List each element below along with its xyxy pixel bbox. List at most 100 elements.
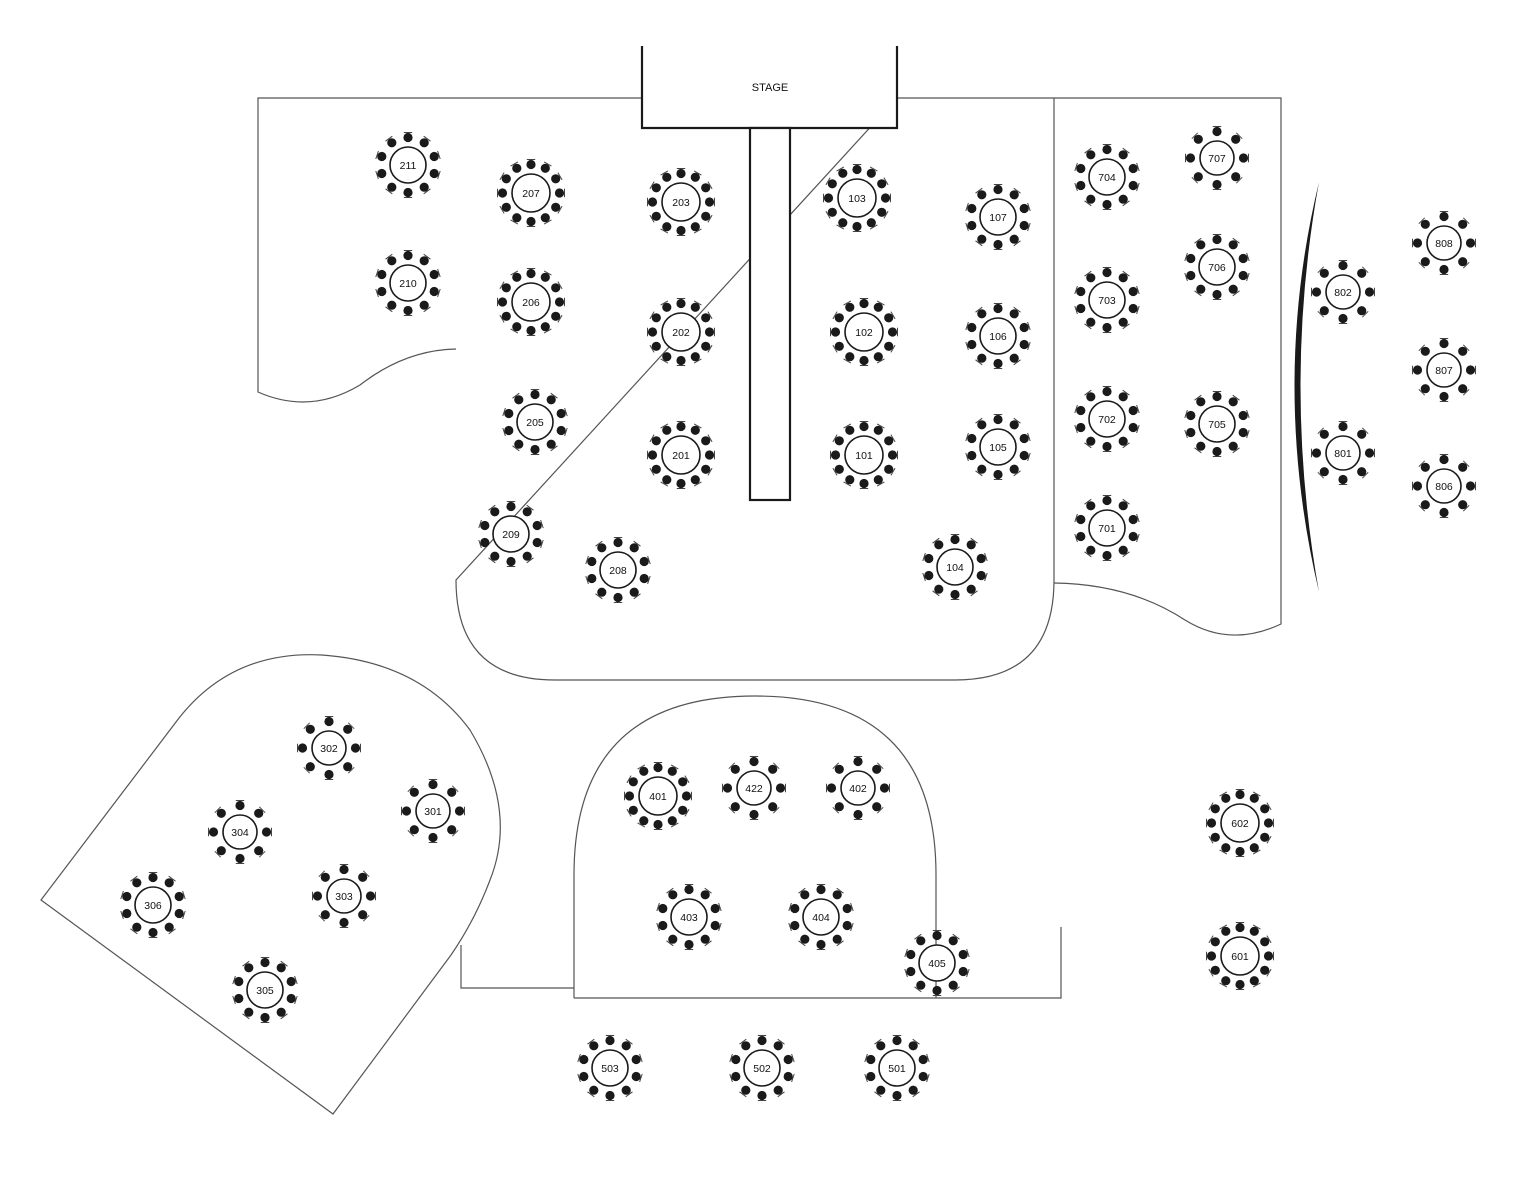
seat[interactable] xyxy=(1221,976,1231,986)
seat[interactable] xyxy=(631,1071,641,1082)
table-101[interactable]: 101 xyxy=(830,421,898,489)
seat[interactable] xyxy=(1019,433,1029,444)
table-205[interactable]: 205 xyxy=(502,389,568,455)
table-103[interactable]: 103 xyxy=(823,164,891,232)
seat[interactable] xyxy=(647,197,658,207)
seat[interactable] xyxy=(551,174,561,184)
seat[interactable] xyxy=(216,808,226,818)
seat[interactable] xyxy=(286,976,296,987)
seat[interactable] xyxy=(320,872,330,882)
seat[interactable] xyxy=(1260,937,1270,947)
seat[interactable] xyxy=(877,179,887,189)
seat[interactable] xyxy=(387,182,397,192)
seat[interactable] xyxy=(605,1090,615,1101)
seat[interactable] xyxy=(667,816,677,826)
seat[interactable] xyxy=(1118,317,1128,327)
seat[interactable] xyxy=(540,213,550,223)
seat[interactable] xyxy=(958,949,968,960)
seat[interactable] xyxy=(1260,965,1270,975)
seat[interactable] xyxy=(501,174,511,184)
seat[interactable] xyxy=(1086,501,1096,511)
seat[interactable] xyxy=(1102,441,1112,452)
seat[interactable] xyxy=(1238,410,1248,421)
seat[interactable] xyxy=(967,322,977,333)
seat[interactable] xyxy=(1118,545,1128,555)
seat[interactable] xyxy=(1193,134,1203,144)
seat[interactable] xyxy=(1118,501,1128,511)
seat[interactable] xyxy=(976,553,986,564)
seat[interactable] xyxy=(401,806,412,816)
seat[interactable] xyxy=(1465,365,1476,375)
seat[interactable] xyxy=(668,890,678,900)
seat[interactable] xyxy=(1128,422,1138,433)
seat[interactable] xyxy=(701,313,711,323)
seat[interactable] xyxy=(838,218,848,228)
seat[interactable] xyxy=(1228,284,1238,294)
seat[interactable] xyxy=(512,272,522,282)
seat[interactable] xyxy=(1338,474,1348,485)
seat[interactable] xyxy=(546,395,556,405)
seat[interactable] xyxy=(678,777,688,787)
seat[interactable] xyxy=(967,220,977,231)
seat[interactable] xyxy=(775,783,786,793)
seat[interactable] xyxy=(1238,153,1249,163)
seat[interactable] xyxy=(339,917,349,928)
seat[interactable] xyxy=(419,256,429,266)
seat[interactable] xyxy=(403,132,413,143)
seat[interactable] xyxy=(501,283,511,293)
seat[interactable] xyxy=(1458,384,1468,394)
seat[interactable] xyxy=(526,268,536,279)
seat[interactable] xyxy=(1102,322,1112,333)
seat[interactable] xyxy=(832,890,842,900)
seat[interactable] xyxy=(526,325,536,336)
seat[interactable] xyxy=(1128,180,1138,191)
seat[interactable] xyxy=(1212,289,1222,300)
seat[interactable] xyxy=(1249,926,1259,936)
seat[interactable] xyxy=(1465,481,1476,491)
seat[interactable] xyxy=(690,425,700,435)
seat[interactable] xyxy=(1086,436,1096,446)
seat[interactable] xyxy=(993,414,1003,425)
table-305[interactable]: 305 xyxy=(232,957,298,1023)
seat[interactable] xyxy=(628,777,638,787)
seat[interactable] xyxy=(540,272,550,282)
seat[interactable] xyxy=(690,475,700,485)
table-209[interactable]: 209 xyxy=(478,501,544,567)
seat[interactable] xyxy=(365,891,376,901)
seat[interactable] xyxy=(1263,818,1274,828)
seat[interactable] xyxy=(993,358,1003,369)
table-top[interactable] xyxy=(591,1049,629,1087)
seat[interactable] xyxy=(859,355,869,366)
seat[interactable] xyxy=(700,890,710,900)
seat[interactable] xyxy=(1118,273,1128,283)
seat[interactable] xyxy=(1311,287,1322,297)
seat[interactable] xyxy=(1076,180,1086,191)
seat[interactable] xyxy=(884,464,894,474)
seat[interactable] xyxy=(526,216,536,227)
table-703[interactable]: 703 xyxy=(1074,267,1140,333)
seat[interactable] xyxy=(587,573,597,584)
seat[interactable] xyxy=(1128,286,1138,297)
seat[interactable] xyxy=(447,787,457,797)
seat[interactable] xyxy=(1238,270,1248,281)
seat[interactable] xyxy=(1319,306,1329,316)
table-top[interactable] xyxy=(1220,936,1260,976)
table-top[interactable] xyxy=(1088,509,1126,547)
table-403[interactable]: 403 xyxy=(656,884,722,950)
seat[interactable] xyxy=(1076,531,1086,542)
seat[interactable] xyxy=(977,190,987,200)
seat[interactable] xyxy=(842,903,852,914)
seat[interactable] xyxy=(993,469,1003,480)
seat[interactable] xyxy=(1439,211,1449,222)
seat[interactable] xyxy=(579,1054,589,1065)
seat[interactable] xyxy=(339,864,349,875)
seat[interactable] xyxy=(845,352,855,362)
seat[interactable] xyxy=(343,724,353,734)
seat[interactable] xyxy=(597,587,607,597)
table-203[interactable]: 203 xyxy=(647,168,715,236)
seat[interactable] xyxy=(950,534,960,545)
seat[interactable] xyxy=(551,283,561,293)
seat[interactable] xyxy=(741,1085,751,1095)
seat[interactable] xyxy=(1186,270,1196,281)
seat[interactable] xyxy=(1076,303,1086,314)
